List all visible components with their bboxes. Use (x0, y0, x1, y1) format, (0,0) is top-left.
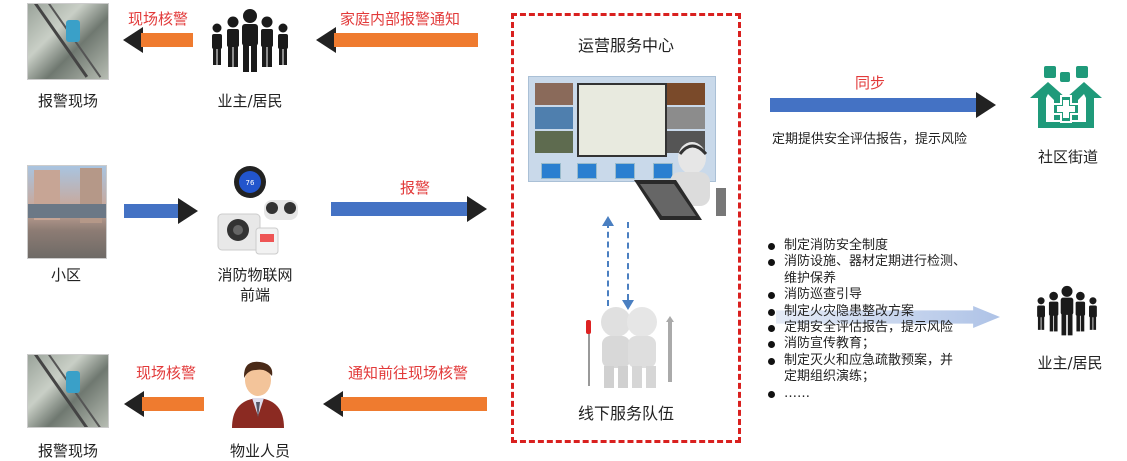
arrow-up-head-icon (602, 216, 614, 226)
bullet-dot (768, 390, 775, 398)
service-team-image (586, 307, 674, 388)
list-item: 制定消防安全制度 (768, 238, 966, 254)
arrow-to-alarm-scene-bottom (124, 391, 204, 417)
bullet-dot (768, 308, 775, 316)
arrow-iot-to-center (331, 196, 487, 222)
bullet-dot (768, 341, 775, 349)
alarm-scene-photo-bottom (27, 354, 109, 428)
arrow-down-head-icon (622, 300, 634, 310)
list-item: 消防巡查引导 (768, 287, 966, 303)
list-item: 消防设施、器材定期进行检测、 (768, 254, 966, 270)
people-group-icon-top (212, 9, 288, 72)
call-center-operators-image (634, 142, 726, 220)
list-item-continuation: 维护保养 (784, 270, 837, 286)
periodic-report-caption: 定期提供安全评估报告，提示风险 (772, 132, 968, 147)
bullet-dot (768, 292, 775, 300)
bullet-dot (768, 243, 775, 250)
people-group-icon-right (1037, 285, 1097, 336)
bullet-dot (768, 325, 775, 333)
community-street-label: 社区街道 (1037, 148, 1098, 166)
arrow-to-alarm-scene-top (123, 27, 193, 53)
sync-label: 同步 (854, 74, 885, 92)
list-item: 定期安全评估报告，提示风险 (768, 320, 966, 336)
community-street-icon (1030, 66, 1102, 128)
community-label: 小区 (50, 266, 81, 284)
property-staff-icon (232, 361, 284, 428)
iot-devices-icon: 76 (217, 166, 298, 255)
alarm-scene-photo-top (27, 3, 109, 80)
list-item-continuation: 定期组织演练； (784, 369, 876, 385)
property-staff-label: 物业人员 (229, 442, 290, 460)
list-item: 制定灭火和应急疏散预案，并 (768, 353, 966, 369)
home-alarm-notify-label: 家庭内部报警通知 (339, 10, 460, 28)
arrow-community-to-iot (124, 198, 198, 224)
alarm-scene-label-bottom: 报警现场 (37, 442, 98, 460)
arrow-home-alarm-notify (316, 27, 478, 53)
svg-text:76: 76 (246, 179, 255, 187)
alarm-scene-label-top: 报警现场 (37, 92, 98, 110)
dashed-arrow-down (627, 222, 629, 300)
alarm-label: 报警 (399, 179, 430, 197)
dashed-arrow-up (607, 222, 609, 306)
verify-on-site-label-top: 现场核警 (127, 10, 188, 28)
notify-go-verify-label: 通知前往现场核警 (347, 364, 468, 382)
arrow-to-owners-residents (776, 306, 1000, 328)
monitor-wall-image (528, 76, 716, 182)
iot-frontend-label-line1: 消防物联网 (217, 266, 293, 284)
community-photo (27, 165, 107, 259)
bullet-dot (768, 259, 775, 267)
list-item: 制定火灾隐患整改方案 (768, 304, 966, 320)
arrow-notify-go-verify (323, 391, 487, 417)
owners-residents-label-right: 业主/居民 (1037, 354, 1103, 372)
owners-residents-label-top: 业主/居民 (217, 92, 283, 110)
bullet-dot (768, 357, 775, 365)
operations-center-title: 运营服务中心 (577, 36, 674, 55)
verify-on-site-label-bottom: 现场核警 (135, 364, 196, 382)
offline-service-team-label: 线下服务队伍 (577, 404, 674, 423)
service-list: 制定消防安全制度 消防设施、器材定期进行检测、 维护保养 消防巡查引导 制定火灾… (768, 238, 966, 402)
arrow-center-to-street (770, 92, 996, 118)
list-item: …… (768, 386, 966, 402)
iot-frontend-label-line2: 前端 (239, 286, 270, 304)
operations-center-box (511, 13, 741, 443)
list-item: 消防宣传教育； (768, 336, 966, 352)
